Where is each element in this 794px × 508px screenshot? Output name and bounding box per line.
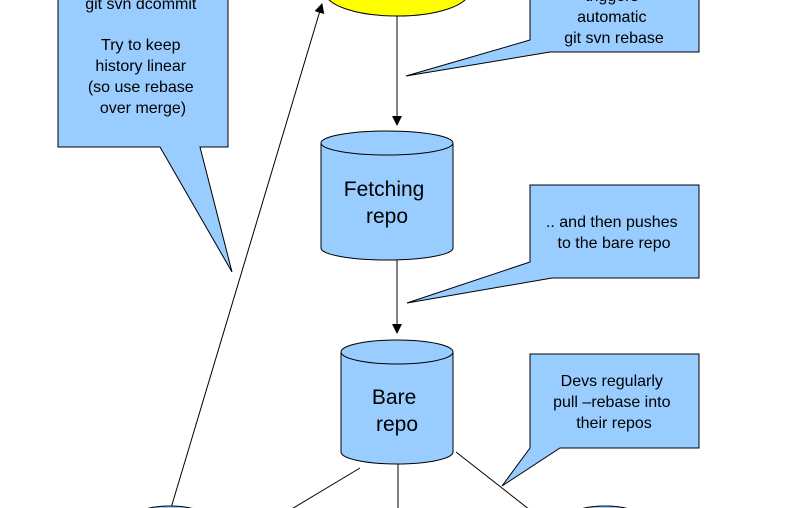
callout-devs-pull: Devs regularly pull –rebase into their r… (501, 353, 700, 487)
callout-dcommit-line: Try to keep (101, 37, 181, 54)
callout-dcommit-text: git svn dcommit Try to keep history line… (85, 0, 201, 117)
callout-dcommit-line: git svn dcommit (85, 0, 197, 13)
callout-dcommit-line: (so use rebase (88, 79, 194, 96)
callout-devs-pull-text: Devs regularly pull –rebase into their r… (553, 373, 675, 432)
callout-svn-rebase-shape (405, 0, 700, 77)
callout-dcommit: git svn dcommit Try to keep history line… (57, 0, 233, 273)
link-bare-to-dev-left (292, 467, 361, 508)
bare-repo-label: Bare repo (372, 386, 422, 436)
callout-push-bare-line: to the bare repo (558, 235, 671, 252)
bare-repo-label-line: repo (376, 413, 418, 436)
callout-devs-pull-shape (501, 353, 700, 487)
callout-push-bare-shape (406, 184, 700, 304)
fetching-repo-node: Fetching repo (320, 130, 454, 261)
callout-svn-rebase-line: triggers (585, 0, 638, 5)
arrow-dcommit-to-svn (170, 3, 325, 508)
callout-dcommit-shape (57, 0, 233, 273)
callout-push-bare: .. and then pushes to the bare repo (406, 184, 700, 304)
fetching-repo-label-line: Fetching (344, 178, 425, 201)
link-bare-to-dev-right (455, 451, 529, 508)
bare-repo-node: Bare repo (340, 339, 454, 465)
callout-dcommit-line: history linear (95, 58, 186, 75)
callout-svn-rebase-text: triggers automatic git svn rebase (564, 0, 664, 47)
svn-node (328, 0, 466, 17)
bare-repo-body (340, 352, 454, 465)
callout-svn-rebase: triggers automatic git svn rebase (405, 0, 700, 77)
callout-push-bare-line: .. and then pushes (546, 214, 678, 231)
callout-svn-rebase-line: git svn rebase (564, 30, 664, 47)
callout-push-bare-text: .. and then pushes to the bare repo (546, 214, 682, 252)
fetching-repo-label-line: repo (366, 205, 408, 228)
bare-repo-top (340, 339, 454, 365)
fetching-repo-top (320, 130, 454, 156)
callout-devs-pull-line: their repos (576, 415, 652, 432)
callout-devs-pull-line: Devs regularly (561, 373, 663, 390)
callout-devs-pull-line: pull –rebase into (553, 394, 671, 411)
bare-repo-label-line: Bare (372, 386, 416, 409)
callout-svn-rebase-line: automatic (577, 9, 646, 26)
fetching-repo-body (320, 143, 454, 261)
callout-dcommit-line: over merge) (100, 100, 186, 117)
fetching-repo-label: Fetching repo (344, 178, 430, 228)
